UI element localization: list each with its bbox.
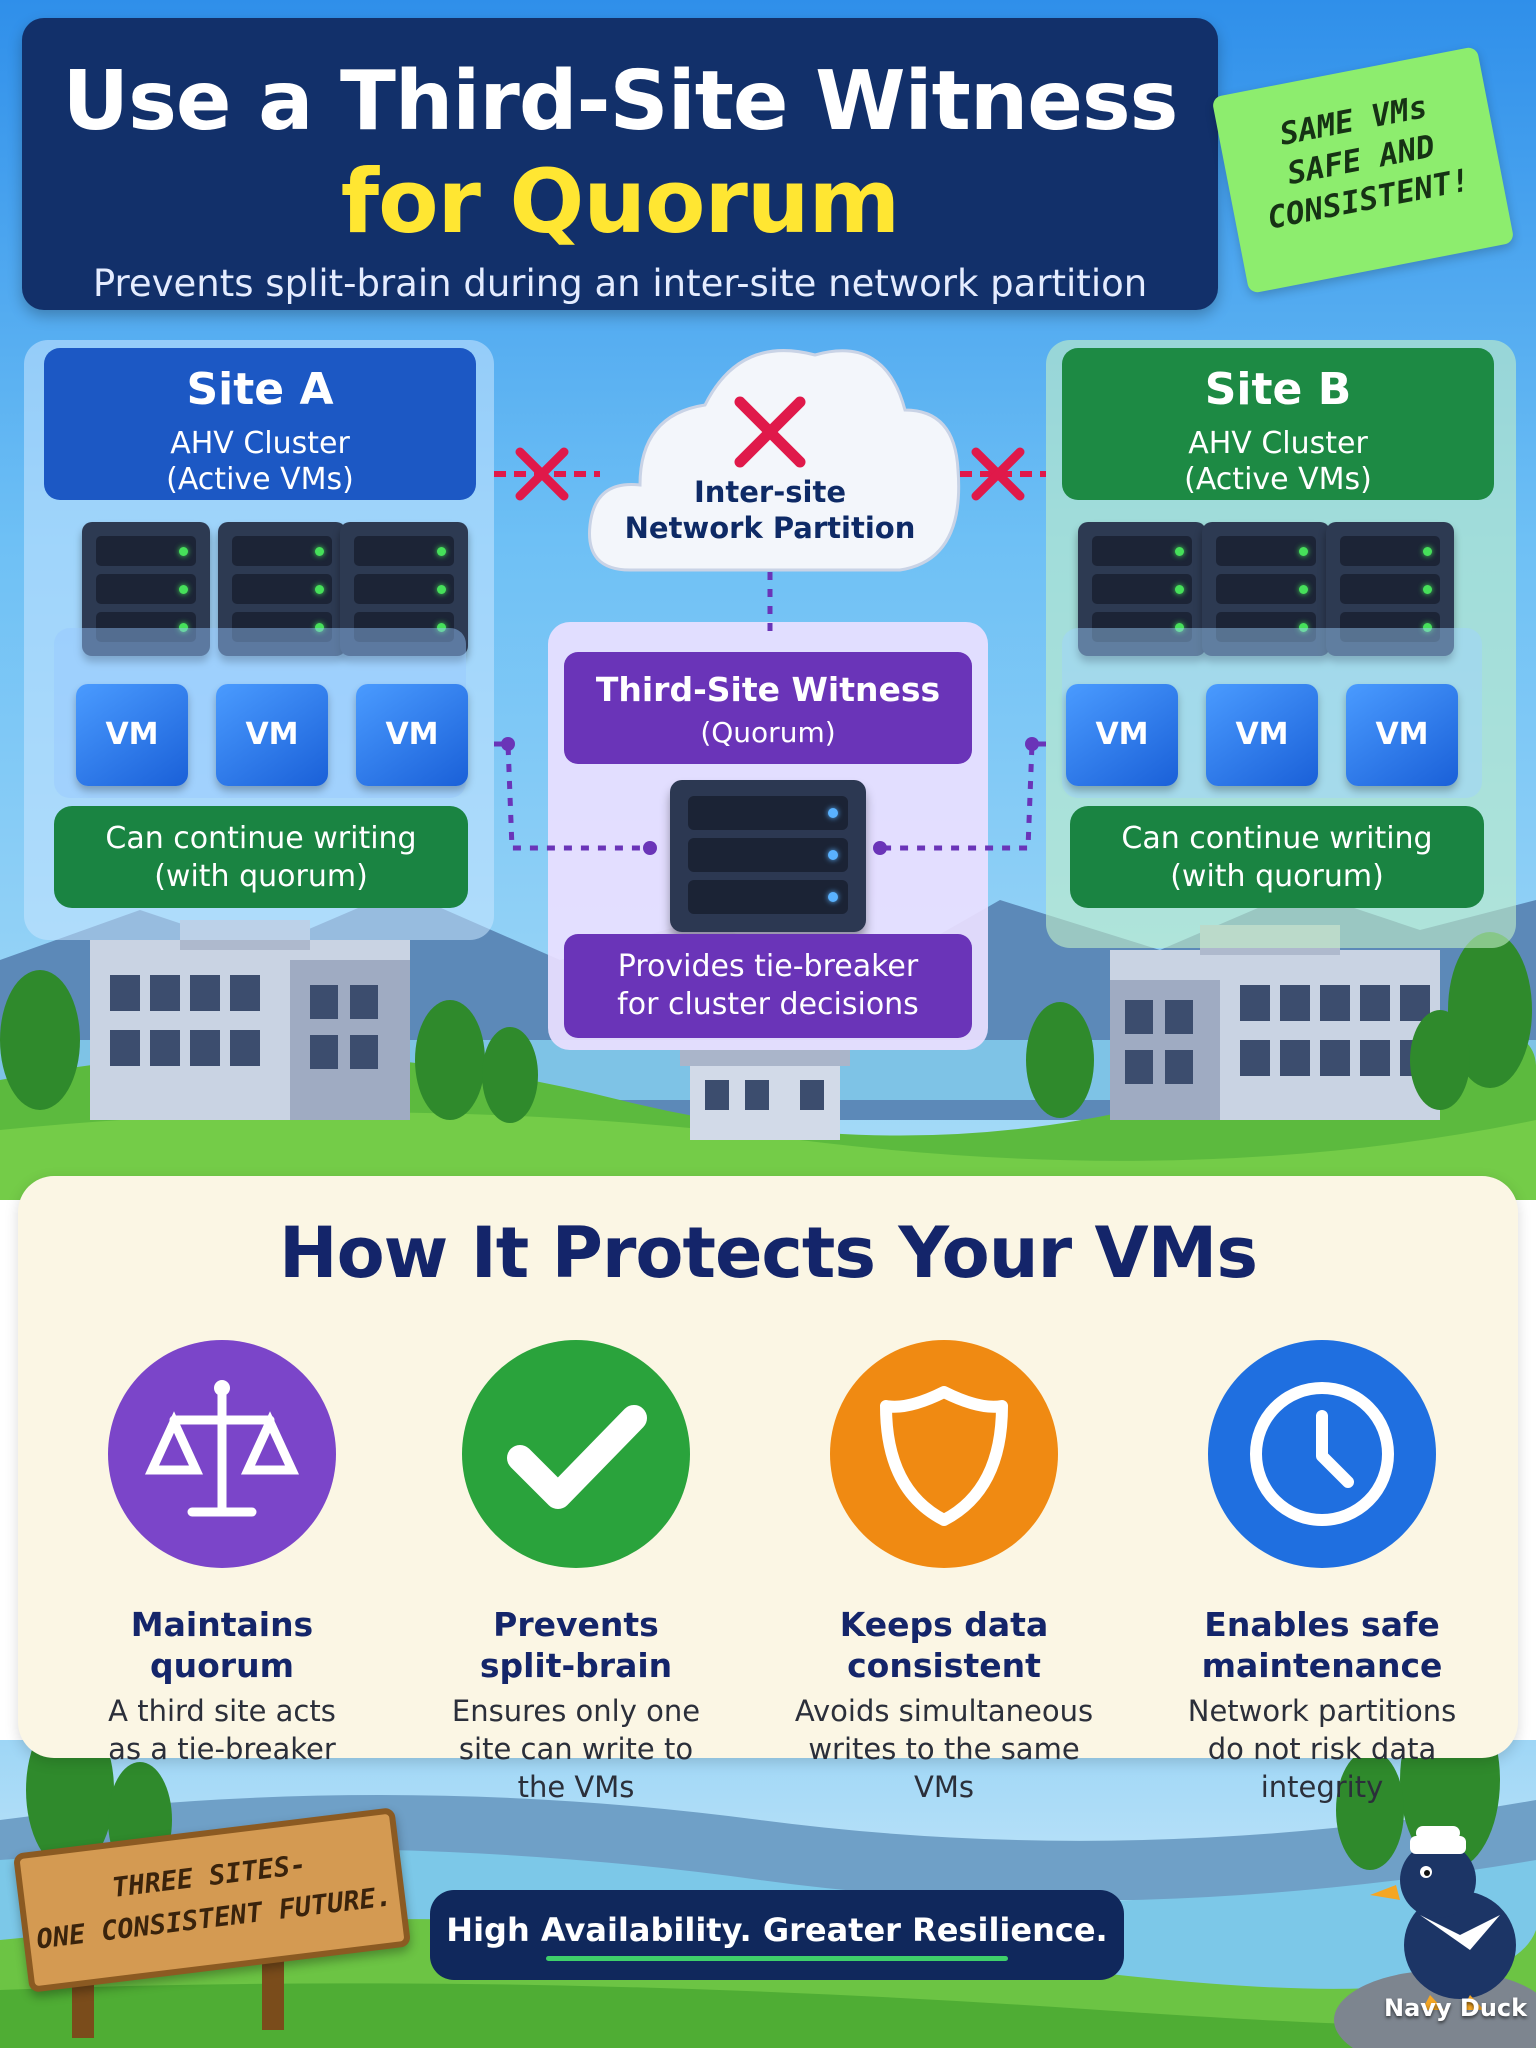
vm-box: VM bbox=[76, 684, 188, 786]
feature-desc-line-1: Ensures only one bbox=[451, 1694, 701, 1728]
vm-box: VM bbox=[1066, 684, 1178, 786]
mascot-label: Navy Duck bbox=[1384, 1994, 1528, 2022]
protection-title: How It Protects Your VMs bbox=[278, 1212, 1258, 1294]
server-icon bbox=[218, 522, 346, 656]
scales-icon bbox=[144, 1380, 300, 1517]
connection-overlay bbox=[494, 349, 1046, 855]
feature-desc-line-2: do not risk data bbox=[1207, 1732, 1437, 1766]
vm-box: VM bbox=[1346, 684, 1458, 786]
feature-title-line-1: Maintains bbox=[130, 1605, 314, 1644]
title-line-1: Use a Third-Site Witness bbox=[62, 54, 1179, 149]
shield-icon bbox=[880, 1386, 1008, 1526]
feature-prevents-split-brain: Prevents split-brain Ensures only one si… bbox=[426, 1340, 726, 1806]
site-b-write-status: Can continue writing (with quorum) bbox=[1070, 806, 1484, 908]
feature-desc-line-1: Avoids simultaneous bbox=[794, 1694, 1094, 1728]
site-a-name: Site A bbox=[186, 364, 334, 415]
feature-title-line-1: Keeps data bbox=[839, 1605, 1049, 1644]
site-a-cluster: AHV Cluster bbox=[170, 426, 350, 461]
site-a-write-status: Can continue writing (with quorum) bbox=[54, 806, 468, 908]
feature-title-line-2: consistent bbox=[847, 1646, 1041, 1685]
feature-desc-line-2: as a tie-breaker bbox=[108, 1732, 336, 1766]
vm-box: VM bbox=[216, 684, 328, 786]
feature-title-line-2: maintenance bbox=[1201, 1646, 1443, 1685]
write-status-line-1: Can continue writing bbox=[1121, 821, 1433, 856]
site-a-header: Site A AHV Cluster (Active VMs) bbox=[44, 348, 476, 500]
checkmark-icon bbox=[507, 1405, 647, 1509]
network-cloud-icon bbox=[588, 349, 961, 572]
server-icon bbox=[82, 522, 210, 656]
link-broken-x-icon bbox=[515, 447, 569, 501]
feature-desc-line-2: site can write to bbox=[458, 1732, 694, 1766]
write-status-line-2: (with quorum) bbox=[154, 859, 368, 894]
title-line-2: for Quorum bbox=[340, 150, 900, 253]
feature-title-line-1: Prevents bbox=[493, 1605, 659, 1644]
server-icon bbox=[340, 522, 468, 656]
partition-x-icon bbox=[734, 396, 806, 468]
witness-subtitle: (Quorum) bbox=[700, 716, 836, 749]
navy-duck-icon bbox=[1370, 1826, 1516, 2010]
partition-label: Inter-site Network Partition bbox=[620, 474, 920, 546]
write-status-line-1: Can continue writing bbox=[105, 821, 417, 856]
tie-breaker-box: Provides tie-breaker for cluster decisio… bbox=[564, 934, 972, 1038]
witness-name: Third-Site Witness bbox=[595, 670, 941, 709]
title-banner: Use a Third-Site Witness for Quorum Prev… bbox=[22, 18, 1218, 310]
feature-title-line-2: quorum bbox=[150, 1646, 294, 1685]
footer-banner-text: High Availability. Greater Resilience. bbox=[446, 1911, 1108, 1949]
site-b-name: Site B bbox=[1204, 364, 1352, 415]
feature-maintains-quorum: Maintains quorum A third site acts as a … bbox=[72, 1340, 372, 1768]
server-icon bbox=[1202, 522, 1330, 656]
vm-box: VM bbox=[1206, 684, 1318, 786]
witness-server-icon bbox=[670, 780, 866, 932]
write-status-line-2: (with quorum) bbox=[1170, 859, 1384, 894]
partition-line-2: Network Partition bbox=[624, 511, 916, 545]
site-b-cluster: AHV Cluster bbox=[1188, 426, 1368, 461]
feature-desc-line-3: the VMs bbox=[517, 1770, 635, 1804]
feature-circle bbox=[830, 1340, 1058, 1568]
link-broken-x-icon bbox=[971, 447, 1025, 501]
vm-box: VM bbox=[356, 684, 468, 786]
tie-breaker-line-2: for cluster decisions bbox=[617, 987, 919, 1022]
clock-icon bbox=[1250, 1382, 1394, 1526]
feature-enables-safe-maintenance: Enables safe maintenance Network partiti… bbox=[1172, 1340, 1472, 1806]
title-subtitle: Prevents split-brain during an inter-sit… bbox=[92, 262, 1148, 305]
feature-title-line-1: Enables safe bbox=[1204, 1605, 1440, 1644]
site-b-status: (Active VMs) bbox=[1184, 462, 1372, 497]
feature-desc-line-2: writes to the same VMs bbox=[808, 1732, 1080, 1804]
witness-card: Third-Site Witness (Quorum) Provides tie… bbox=[548, 622, 988, 1050]
site-a-status: (Active VMs) bbox=[166, 462, 354, 497]
feature-keeps-data-consistent: Keeps data consistent Avoids simultaneou… bbox=[794, 1340, 1094, 1806]
server-icon bbox=[1326, 522, 1454, 656]
feature-circle bbox=[108, 1340, 336, 1568]
tie-breaker-line-1: Provides tie-breaker bbox=[617, 949, 919, 984]
witness-building bbox=[680, 1050, 850, 1140]
banner-underline bbox=[546, 1956, 1008, 1961]
sign-post bbox=[262, 1950, 284, 2030]
feature-circle bbox=[1208, 1340, 1436, 1568]
site-a-building bbox=[90, 920, 410, 1120]
footer-banner: High Availability. Greater Resilience. bbox=[430, 1890, 1124, 1980]
partition-line-1: Inter-site bbox=[693, 475, 847, 509]
feature-circle bbox=[462, 1340, 690, 1568]
feature-title-line-2: split-brain bbox=[479, 1646, 673, 1685]
feature-desc-line-1: Network partitions bbox=[1187, 1694, 1457, 1728]
server-icon bbox=[1078, 522, 1206, 656]
site-b-header: Site B AHV Cluster (Active VMs) bbox=[1062, 348, 1494, 500]
witness-header: Third-Site Witness (Quorum) bbox=[564, 652, 972, 764]
feature-desc-line-3: integrity bbox=[1260, 1770, 1384, 1804]
feature-desc-line-1: A third site acts bbox=[108, 1694, 336, 1728]
